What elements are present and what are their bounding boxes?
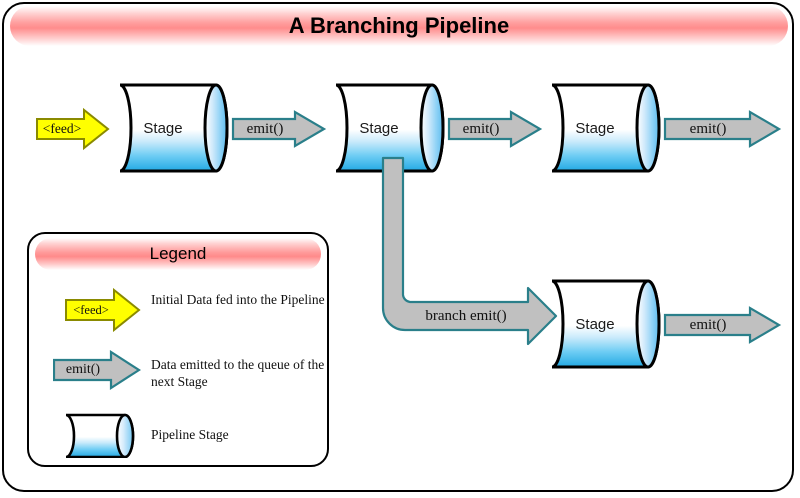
emit-arrow-icon: [447, 110, 543, 148]
cylinder-icon: [551, 83, 661, 173]
legend-item-feed: <feed>: [65, 288, 141, 332]
cylinder-icon: [65, 413, 135, 458]
emit-arrow-icon: [663, 306, 782, 344]
page-title: A Branching Pipeline: [288, 13, 510, 38]
emit-arrow-4: emit(): [663, 306, 782, 344]
legend-title: Legend: [149, 244, 207, 263]
legend-desc-emit: Data emitted to the queue of the next St…: [151, 357, 325, 389]
cylinder-icon: [119, 83, 229, 173]
page-title-banner: A Branching Pipeline: [10, 6, 788, 46]
emit-arrow-1: emit(): [231, 110, 327, 148]
feed-arrow-icon: [36, 107, 110, 151]
cylinder-icon: [551, 279, 661, 369]
branch-arrow: branch emit(): [378, 156, 558, 348]
emit-arrow-icon: [663, 110, 782, 148]
emit-arrow-icon: [53, 350, 141, 390]
legend-desc-stage: Pipeline Stage: [151, 427, 229, 442]
feed-arrow-icon: [65, 288, 141, 332]
legend-title-banner: Legend: [35, 238, 321, 270]
emit-arrow-icon: [231, 110, 327, 148]
legend-item-emit: emit(): [53, 350, 141, 390]
stage-1: Stage: [106, 82, 236, 174]
legend-item-stage: [57, 412, 143, 458]
cylinder-icon: [335, 83, 445, 173]
legend-feed-icon-label: <feed>: [73, 302, 109, 317]
feed-arrow: <feed>: [36, 107, 110, 151]
legend-panel: Legend <feed> Initial Data fed into the …: [27, 232, 329, 467]
branch-arrow-icon: [381, 156, 558, 346]
stage-branch: Stage: [538, 278, 668, 370]
legend-desc-feed: Initial Data fed into the Pipeline: [151, 292, 325, 307]
emit-arrow-3: emit(): [663, 110, 782, 148]
emit-arrow-2: emit(): [447, 110, 543, 148]
legend-emit-icon-label: emit(): [65, 362, 101, 377]
